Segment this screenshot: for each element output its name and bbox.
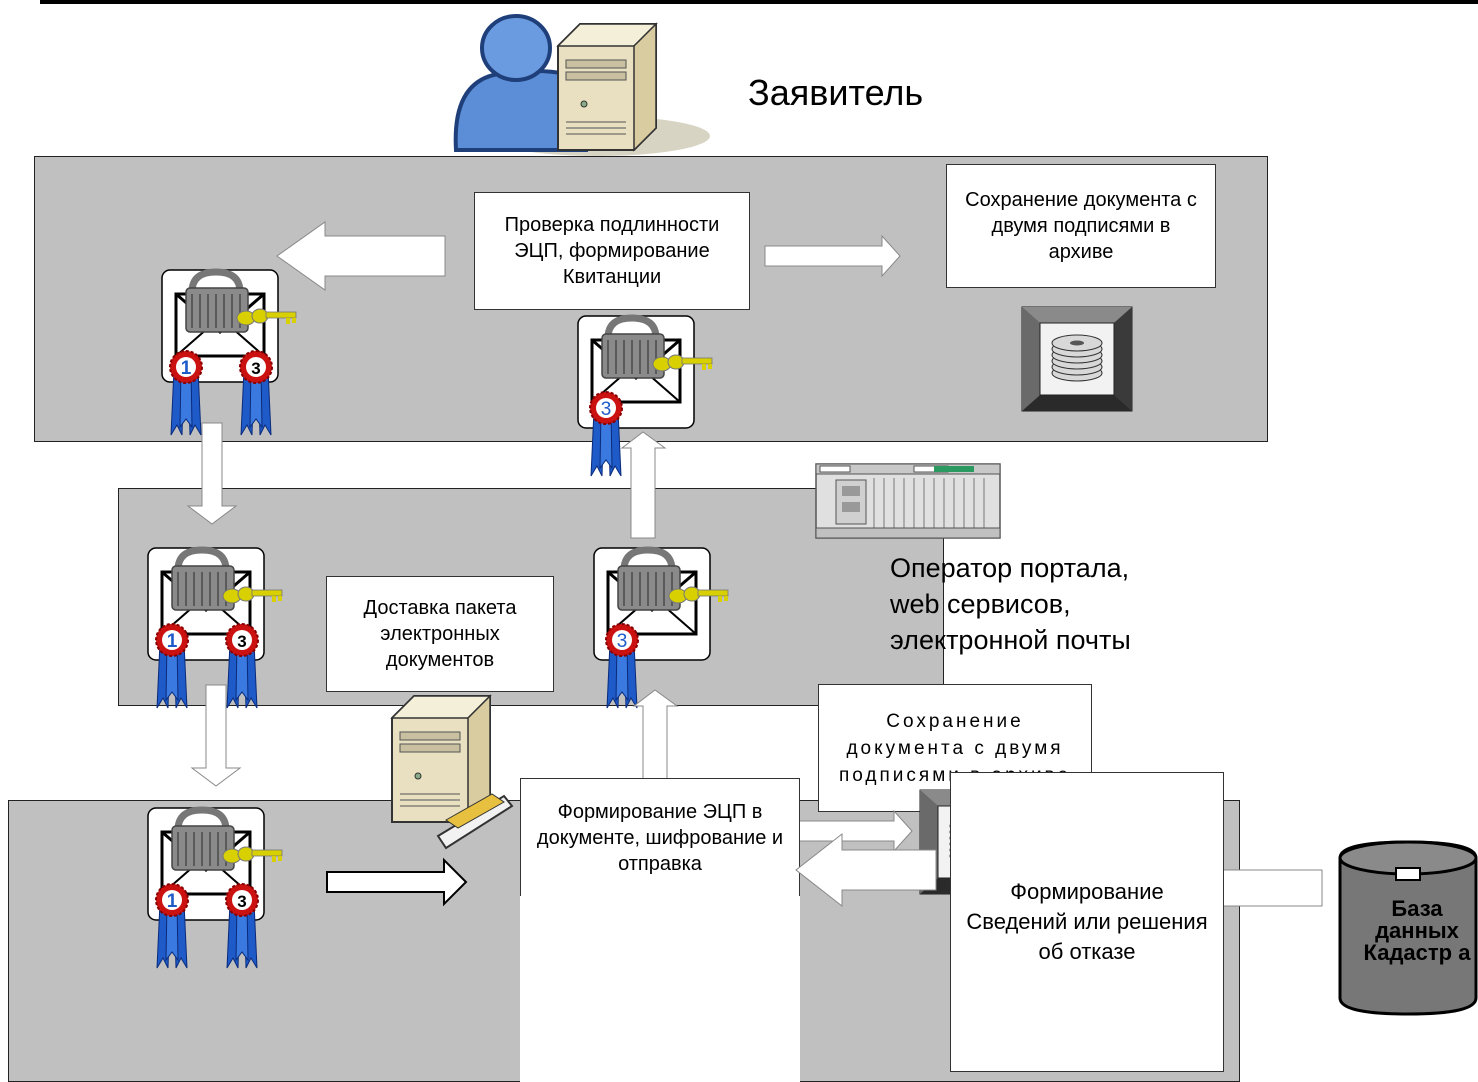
operator-line: web сервисов, (890, 589, 1071, 619)
top-rule (40, 0, 1478, 4)
delivery-box: Доставка пакета электронных документов (326, 576, 554, 692)
arrow-down-1 (186, 422, 238, 525)
seal-number: 3 (251, 359, 260, 378)
disk-icon (1021, 306, 1133, 412)
archive-box-top: Сохранение документа с двумя подписями в… (946, 164, 1216, 288)
applicant-label: Заявитель (748, 72, 924, 113)
arrow-left-top (276, 221, 446, 291)
arrow-down-2 (190, 684, 242, 787)
seal-number: 3 (617, 631, 628, 652)
operator-line: электронной почты (890, 625, 1131, 655)
seal-number: 1 (167, 891, 178, 912)
database-label: База данных Кадастр а (1363, 896, 1471, 965)
server-icon (391, 695, 514, 850)
envelope-lock-icon: 1 3 (148, 548, 298, 709)
arrow-right-top (764, 234, 901, 278)
server-rack-icon (815, 463, 1001, 539)
seal-number: 3 (601, 399, 612, 420)
applicant-figure (453, 14, 710, 156)
envelope-lock-icon: 1 3 (148, 808, 298, 969)
arrow-up-1 (620, 431, 667, 539)
info-box: Формирование Сведений или решения об отк… (950, 772, 1224, 1072)
seal-number: 3 (237, 892, 246, 911)
envelope-lock-icon: 1 3 (162, 270, 312, 436)
envelope-lock-icon: 3 (594, 548, 744, 709)
envelope-lock-icon: 3 (578, 316, 728, 477)
operator-label: Оператор портала, web сервисов, электрон… (890, 550, 1131, 658)
sign-box-bottom (520, 896, 800, 1082)
arrow-left-sign (795, 832, 937, 908)
arrow-right-bottom (326, 857, 468, 907)
sign-box: Формирование ЭЦП в документе, шифрование… (520, 778, 800, 896)
seal-number: 1 (181, 358, 192, 379)
verify-box: Проверка подлинности ЭЦП, формирование К… (474, 192, 750, 310)
seal-number: 3 (237, 632, 246, 651)
seal-number: 1 (167, 631, 178, 652)
database-icon (1338, 840, 1478, 1016)
operator-line: Оператор портала, (890, 553, 1130, 583)
